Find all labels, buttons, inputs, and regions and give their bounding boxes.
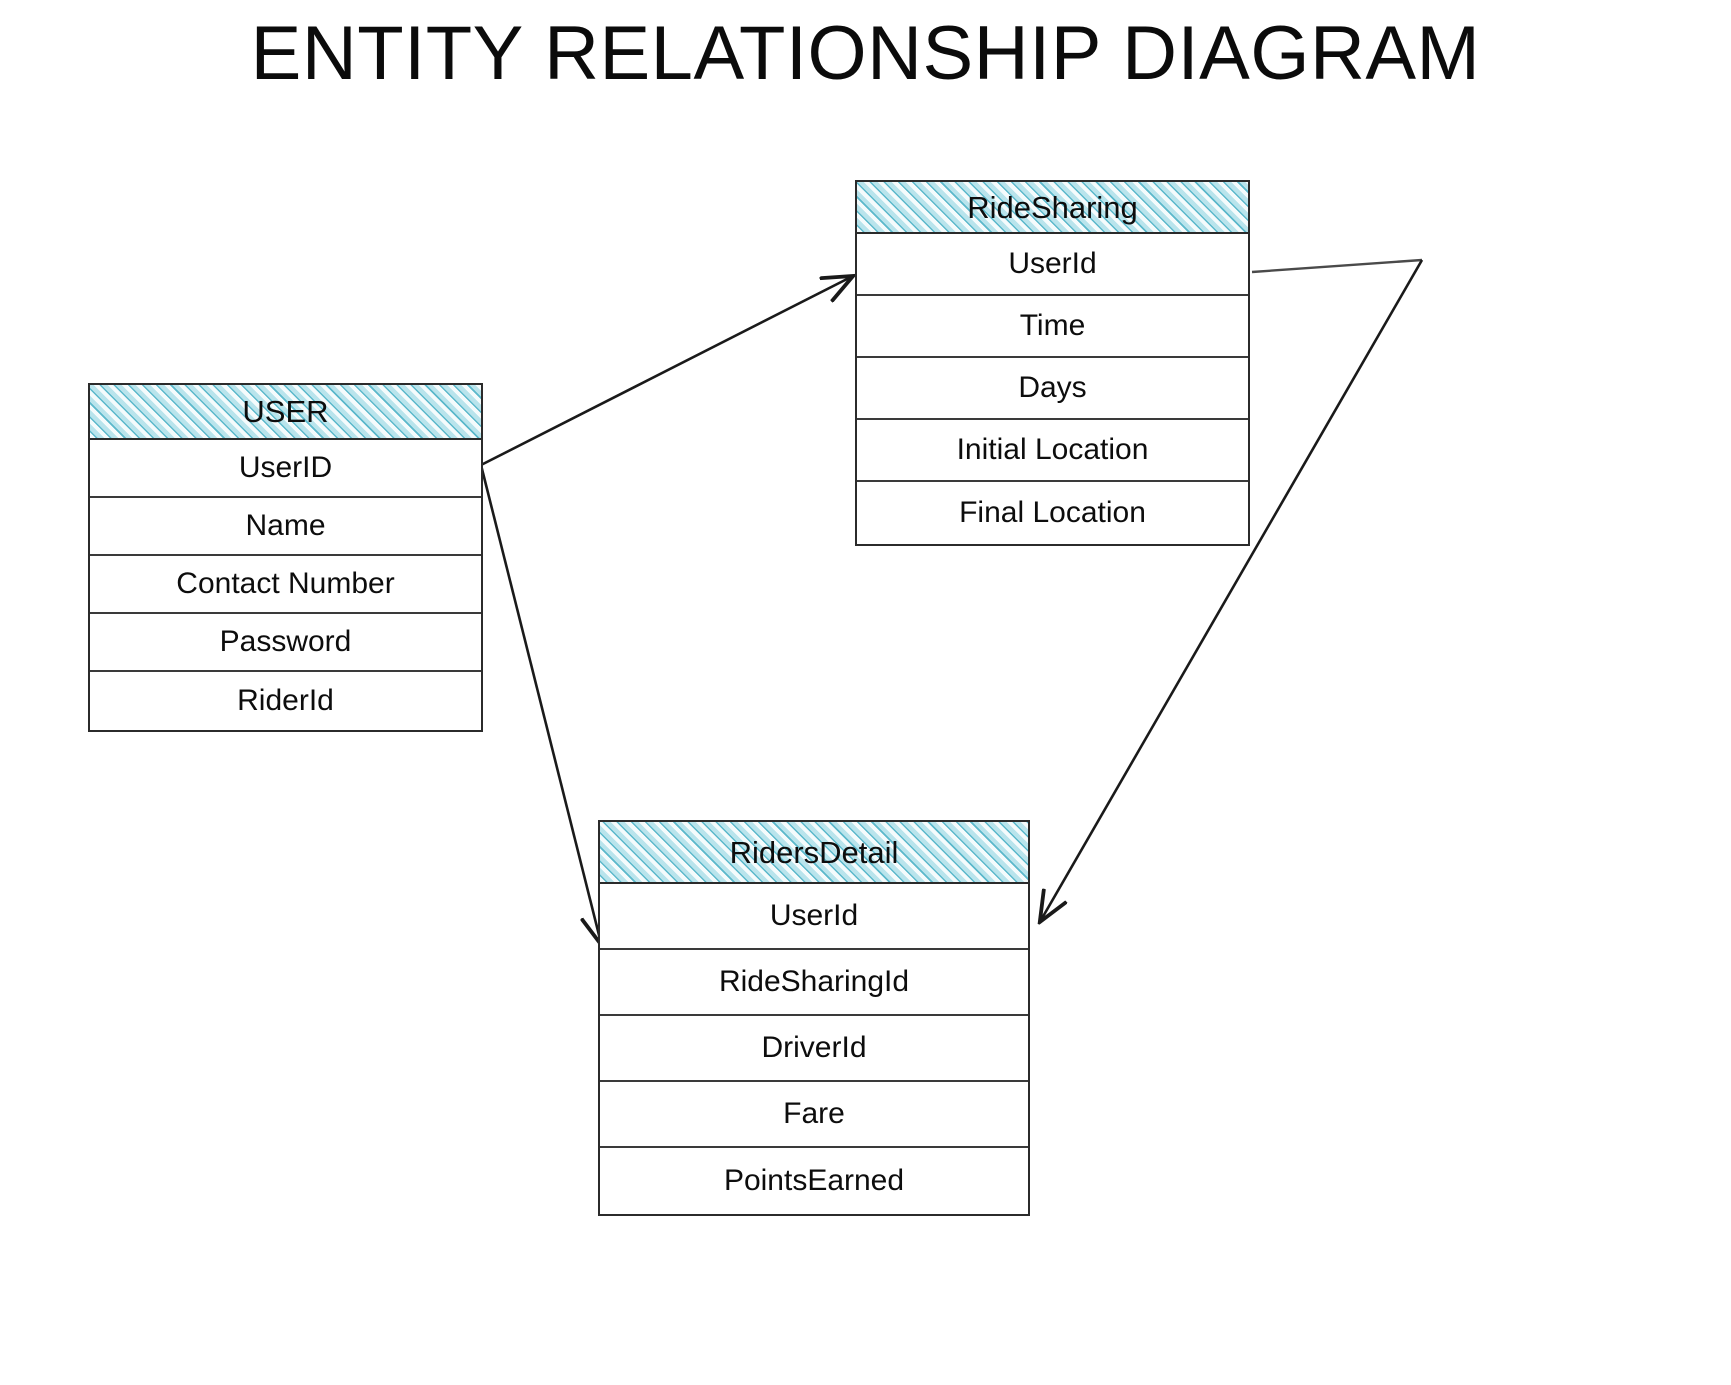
attribute-label: Final Location <box>959 496 1146 529</box>
connector-user-to-ridesharing <box>480 277 851 467</box>
entity-user-attr-row[interactable]: Name <box>90 498 481 556</box>
page-title: ENTITY RELATIONSHIP DIAGRAM <box>250 11 1481 96</box>
entity-ridersdetail-attr-row[interactable]: RideSharingId <box>600 950 1028 1016</box>
attribute-label: Password <box>219 625 352 658</box>
entity-user-header: USER <box>90 385 481 440</box>
entity-ridesharing-attr-row[interactable]: Time <box>857 296 1248 358</box>
entity-user-attr-row[interactable]: UserID <box>90 440 481 498</box>
attribute-label: Days <box>1018 371 1087 404</box>
entity-user-attr-row[interactable]: RiderId <box>90 672 481 730</box>
entity-ridersdetail-attr-row[interactable]: DriverId <box>600 1016 1028 1082</box>
connector-ridesharing-to-ridersdetail <box>1251 258 1423 274</box>
attribute-label: Fare <box>783 1097 845 1130</box>
attribute-label: RiderId <box>237 684 334 717</box>
entity-ridersdetail[interactable]: RidersDetail UserId RideSharingId Driver… <box>598 820 1030 1216</box>
entity-ridesharing-attr-row[interactable]: Days <box>857 358 1248 420</box>
entity-ridesharing-attr-row[interactable]: Initial Location <box>857 420 1248 482</box>
entity-ridersdetail-header: RidersDetail <box>600 822 1028 884</box>
entity-user[interactable]: USER UserID Name Contact Number Password… <box>88 383 483 732</box>
attribute-label: Contact Number <box>176 567 395 600</box>
attribute-label: Time <box>1019 309 1086 342</box>
attribute-label: UserID <box>238 451 333 484</box>
attribute-label: Name <box>245 509 326 542</box>
entity-ridersdetail-attr-row[interactable]: PointsEarned <box>600 1148 1028 1214</box>
attribute-label: Initial Location <box>956 433 1149 466</box>
attribute-label: PointsEarned <box>723 1164 905 1197</box>
entity-ridesharing-attr-row[interactable]: UserId <box>857 234 1248 296</box>
entity-ridesharing-title: RideSharing <box>967 189 1138 225</box>
entity-ridesharing-attr-row[interactable]: Final Location <box>857 482 1248 544</box>
entity-ridersdetail-attr-row[interactable]: UserId <box>600 884 1028 950</box>
entity-ridersdetail-attr-row[interactable]: Fare <box>600 1082 1028 1148</box>
entity-user-attr-row[interactable]: Contact Number <box>90 556 481 614</box>
entity-ridesharing[interactable]: RideSharing UserId Time Days Initial Loc… <box>855 180 1250 546</box>
entity-ridesharing-header: RideSharing <box>857 182 1248 234</box>
entity-ridersdetail-title: RidersDetail <box>729 834 899 870</box>
connector-user-to-ridersdetail <box>479 464 601 943</box>
entity-user-title: USER <box>242 394 329 429</box>
attribute-label: DriverId <box>761 1031 867 1064</box>
attribute-label: UserId <box>1008 247 1097 280</box>
entity-user-attr-row[interactable]: Password <box>90 614 481 672</box>
attribute-label: UserId <box>769 899 859 932</box>
attribute-label: RideSharingId <box>718 965 910 998</box>
